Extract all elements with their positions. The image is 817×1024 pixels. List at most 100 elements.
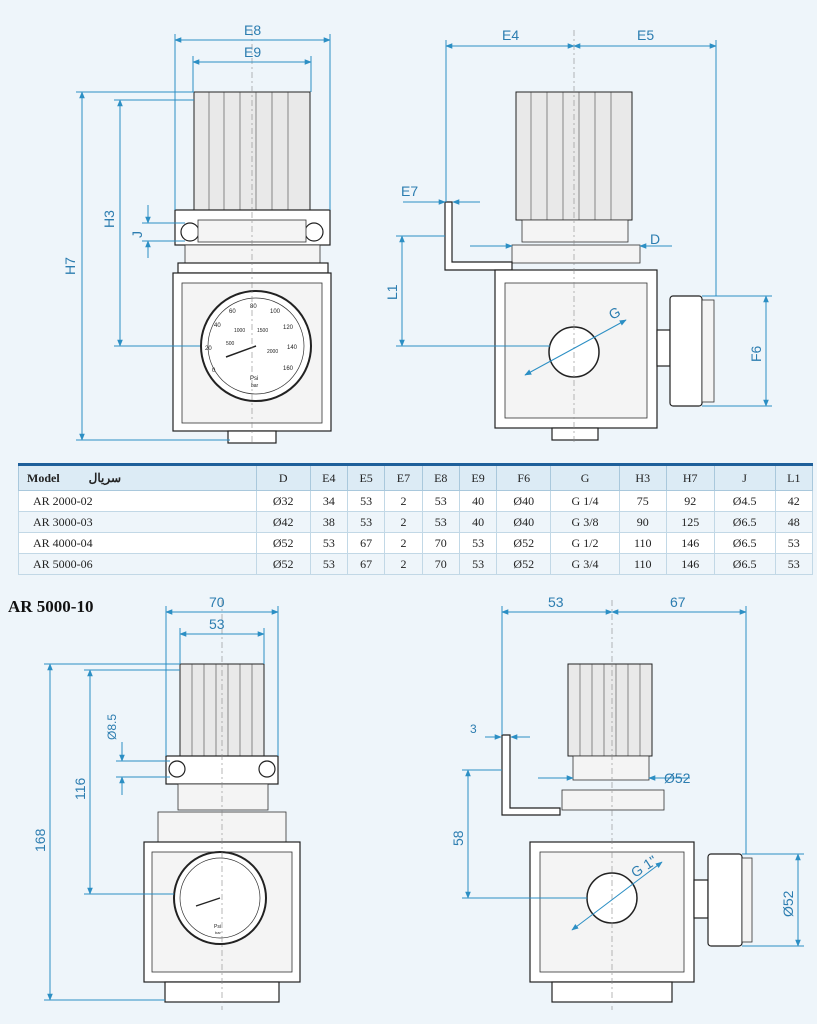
table-cell: Ø32 [255,490,311,512]
spec-table: Model سریال D E4 E5 E7 E8 E9 F6 G H3 H7 … [18,463,814,575]
table-cell: Ø52 [255,553,311,575]
table-cell: 67 [346,553,386,575]
gauge-tick: 60 [229,309,236,315]
table-cell: 92 [665,490,715,512]
gauge-unit-psi: Psi [250,376,258,382]
dim-h3: H3 [101,210,117,228]
table-cell: 2 [384,532,423,554]
table-cell: 40 [458,490,498,512]
table-cell: 53 [458,532,498,554]
col-header: E8 [421,463,460,491]
dim-d52-side: Ø52 [780,890,796,917]
table-cell: Ø4.5 [713,490,776,512]
bottom-front-view: Psi bar 70 53 168 116 Ø8.5 [32,594,301,1010]
dim-67: 67 [670,594,686,610]
col-header: E4 [309,463,348,491]
dim-d8-5: Ø8.5 [105,714,119,740]
top-front-view: Psi bar 0 20 40 60 80 100 120 140 160 50… [62,22,332,445]
pressure-gauge [200,290,312,402]
gauge-inner: 1000 [234,328,245,334]
table-cell: 146 [665,553,715,575]
table-cell: Ø52 [255,532,311,554]
table-cell: G 1/4 [550,490,620,512]
col-header: D [255,463,311,491]
dim-j: J [129,231,145,238]
table-cell: 70 [421,553,460,575]
dim-53-side: 53 [548,594,564,610]
gauge-tick: 80 [250,304,257,310]
table-cell: 48 [774,511,814,533]
dim-e5: E5 [637,27,654,43]
table-cell: 90 [618,511,667,533]
dim-116: 116 [72,777,88,800]
col-header: H3 [618,463,667,491]
table-cell: G 3/4 [550,553,620,575]
table-cell: 146 [665,532,715,554]
gauge-unit-bar-2: bar [215,930,221,935]
table-cell: Ø40 [496,511,552,533]
gauge-tick: 40 [214,323,221,329]
table-cell: Ø6.5 [713,553,776,575]
table-cell: 53 [346,511,386,533]
gauge-inner: 2000 [267,349,278,355]
table-cell: 67 [346,532,386,554]
dim-d: D [650,231,660,247]
table-cell: Ø40 [496,490,552,512]
table-cell: 2 [384,490,423,512]
table-cell: 53 [309,532,348,554]
gauge-tick: 140 [287,345,298,351]
table-cell: Ø42 [255,511,311,533]
table-cell: G 1/2 [550,532,620,554]
table-cell: 42 [774,490,814,512]
table-cell: 53 [346,490,386,512]
col-header: J [713,463,776,491]
dim-168: 168 [32,828,48,852]
cell-model: AR 2000-02 [18,490,257,512]
gauge-inner: 1500 [257,328,268,334]
dim-e8: E8 [244,22,261,38]
table-cell: 110 [618,553,667,575]
dim-58: 58 [450,830,466,846]
dim-e4: E4 [502,27,519,43]
col-header: G [550,463,620,491]
gauge-tick: 20 [205,346,212,352]
top-side-view: E4 E5 E7 L1 D G F6 [384,27,772,445]
gauge-unit-psi-2: Psi [214,924,221,930]
table-cell: Ø6.5 [713,511,776,533]
table-cell: 75 [618,490,667,512]
col-header: E9 [458,463,498,491]
side-gauge [669,295,703,407]
col-header: E5 [346,463,386,491]
cell-model: AR 4000-04 [18,532,257,554]
table-cell: 53 [421,490,460,512]
dim-h7: H7 [62,257,78,275]
col-header: L1 [774,463,814,491]
col-header: E7 [384,463,423,491]
table-cell: 125 [665,511,715,533]
table-header-row: Model سریال D E4 E5 E7 E8 E9 F6 G H3 H7 … [18,463,814,491]
cell-model: AR 3000-03 [18,511,257,533]
table-cell: 53 [774,553,814,575]
col-header: F6 [496,463,552,491]
col-header-model: Model سریال [18,463,257,491]
cell-model: AR 5000-06 [18,553,257,575]
dim-l1: L1 [384,284,400,300]
table-cell: 53 [774,532,814,554]
bottom-side-view: 53 67 3 58 Ø52 G 1" Ø52 [450,594,804,1010]
col-header: H7 [665,463,715,491]
table-cell: 53 [421,511,460,533]
section-title: AR 5000-10 [8,597,94,616]
dim-e7: E7 [401,183,418,199]
table-cell: Ø52 [496,532,552,554]
table-cell: Ø6.5 [713,532,776,554]
table-cell: 34 [309,490,348,512]
table-cell: 2 [384,511,423,533]
dim-70: 70 [209,594,225,610]
table-cell: 70 [421,532,460,554]
table-cell: 2 [384,553,423,575]
